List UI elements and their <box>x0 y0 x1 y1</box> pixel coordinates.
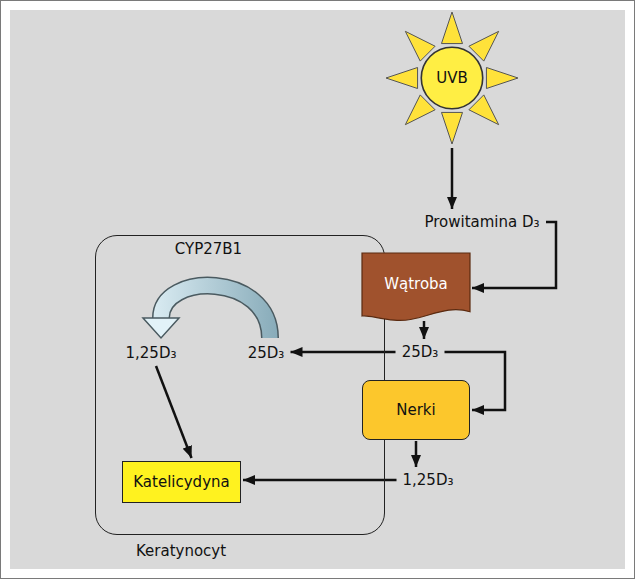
flow-arrow <box>472 222 556 288</box>
arrow-line <box>243 479 397 482</box>
sun-ray <box>386 67 418 88</box>
node-text: Nerki <box>396 401 435 419</box>
cell-label: Keratynocyt <box>136 542 226 560</box>
background-panel <box>10 10 625 569</box>
liver-organ: Wątroba <box>362 253 470 323</box>
node-text: 1,25D₃ <box>126 344 177 362</box>
flow-arrow <box>452 148 453 209</box>
flow-arrow <box>243 480 397 481</box>
sun-symbol: UVB <box>420 46 484 110</box>
kidney-box: Nerki <box>362 380 470 440</box>
compound-text: Prowitamina D₃ <box>420 211 544 233</box>
node-text: 1,25D₃ <box>403 471 454 489</box>
arrow-line <box>415 441 418 467</box>
cell-outline: Keratynocyt1,25D₃25D₃Katelicydyna <box>95 235 385 535</box>
product-box: Katelicydyna <box>122 461 241 503</box>
node-text: Wątroba <box>384 275 448 293</box>
arrow-line <box>156 366 192 458</box>
flow-arrow <box>291 352 396 353</box>
enzyme-arrow <box>143 286 270 338</box>
arrow-line <box>423 321 426 339</box>
sun-ray <box>441 112 462 144</box>
sun-ray <box>486 67 518 88</box>
flow-arrow <box>156 366 192 458</box>
enzyme-arrow-outline <box>161 286 270 338</box>
sun-ray-group <box>386 12 518 144</box>
enzyme-arrow-body <box>161 286 270 338</box>
arrow-line <box>451 148 454 209</box>
node-text: 25D₃ <box>248 344 285 362</box>
enzyme-label: CYP27B1 <box>175 240 242 258</box>
flow-arrow <box>416 441 417 467</box>
metabolite-text: 1,25D₃ <box>122 342 181 364</box>
node-text: 25D₃ <box>402 343 439 361</box>
sun-ray <box>441 12 462 44</box>
arrow-line <box>291 351 396 354</box>
metabolite-text: 25D₃ <box>244 342 289 364</box>
node-text: Katelicydyna <box>133 473 229 491</box>
metabolite-text: 1,25D₃ <box>399 469 458 491</box>
node-text: Prowitamina D₃ <box>424 213 539 231</box>
arrow-line <box>472 222 556 288</box>
node-text: UVB <box>436 69 468 87</box>
enzyme-arrow-head <box>143 318 179 338</box>
metabolite-text: 25D₃ <box>398 341 443 363</box>
flow-arrow <box>424 321 425 339</box>
